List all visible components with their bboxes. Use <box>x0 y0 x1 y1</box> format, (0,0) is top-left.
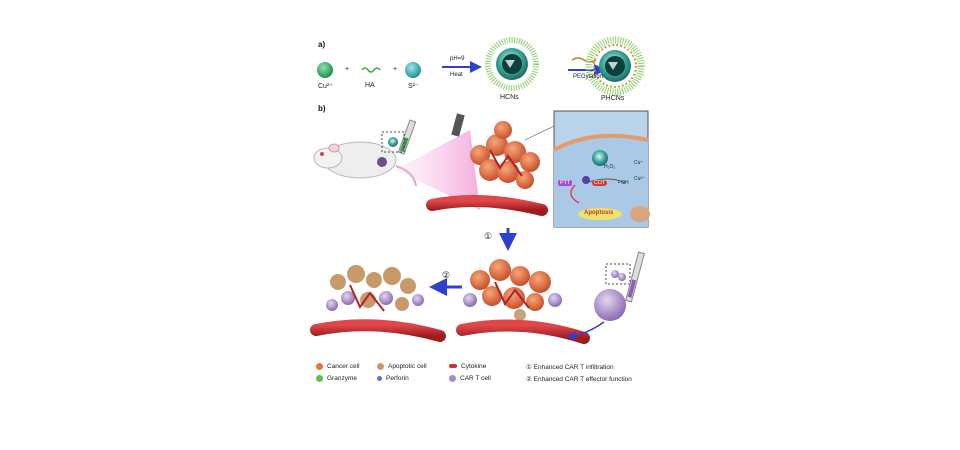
tumor-cluster-top <box>470 121 540 189</box>
peg-chain-icon <box>571 57 597 63</box>
cancer-cell-icon <box>316 363 323 370</box>
inset-nucleus <box>630 206 650 222</box>
car-t-cell-large <box>594 289 626 321</box>
hcns-label: HCNs <box>500 94 519 101</box>
nanoparticle-zoom-box <box>381 131 405 153</box>
cu-2plus-label: Cu²⁺ <box>634 176 645 182</box>
cu-ion-label: Cu²⁺ <box>318 83 333 90</box>
step2-number: ② <box>442 270 451 280</box>
legend-apoptotic-cell: Apoptotic cell <box>377 363 427 370</box>
step1-number: ① <box>484 231 493 241</box>
blood-vessel-top <box>426 195 548 216</box>
granzyme-icon <box>316 375 323 382</box>
ha-label: HA <box>365 82 375 89</box>
syringe-right-icon <box>625 251 645 303</box>
car-t-zoom-box <box>605 263 631 285</box>
panel-b-label: b) <box>318 104 326 113</box>
laser-device-icon <box>451 113 465 137</box>
plus-sign-1: + <box>345 66 350 73</box>
car-t-cell-icon <box>449 375 456 382</box>
inset-connector <box>524 125 555 141</box>
panel-a-label: a) <box>318 40 326 49</box>
cu-plus-label: Cu⁺ <box>634 160 644 166</box>
injection-arrow <box>566 321 605 341</box>
pegylation-label: PEGylation <box>573 74 604 80</box>
tumor-cluster-left <box>326 265 424 312</box>
apoptosis-badge <box>578 208 622 220</box>
laser-beam <box>395 130 480 210</box>
legend-cancer-cell: Cancer cell <box>316 363 360 370</box>
legend-perforin: Perforin <box>377 375 409 382</box>
legend-car-t-cell: CAR T cell <box>449 375 491 382</box>
sulfide-ion-sphere <box>405 62 421 78</box>
ha-chain-icon <box>361 67 381 73</box>
cu-ion-sphere <box>317 62 333 78</box>
mouse-illustration <box>313 141 417 187</box>
inset-nanoparticle <box>592 150 608 166</box>
legend-note-effector: ② Enhanced CAR T effector function <box>526 376 632 383</box>
cytokine-icon <box>449 364 457 369</box>
apoptosis-label: Apoptosis <box>584 210 614 216</box>
hydroxyl-radical-label: • OH <box>618 180 629 186</box>
syringe-icon <box>397 119 417 155</box>
perforin-icon <box>377 375 382 381</box>
cdt-badge: CDT <box>592 180 608 186</box>
ptt-badge: PTT <box>558 180 573 186</box>
blood-vessel-right <box>456 319 590 344</box>
legend-note-infiltration: ① Enhanced CAR T infiltration <box>526 364 614 371</box>
legend-granzyme: Granzyme <box>316 375 357 382</box>
plus-sign-2: + <box>393 66 398 73</box>
phcns-label: PHCNs <box>601 95 625 102</box>
hcns-nanoparticle <box>485 37 539 91</box>
apoptotic-cell-icon <box>377 363 384 370</box>
blood-vessel-left <box>310 319 446 342</box>
tumor-cluster-right <box>463 259 562 321</box>
phcns-nanoparticle <box>585 36 645 96</box>
h2o2-label: H₂O₂ <box>604 164 616 170</box>
ph-condition-label: pH=9 <box>450 56 465 62</box>
legend-cytokine: Cytokine <box>449 363 486 370</box>
sulfide-ion-label: S²⁻ <box>408 83 419 90</box>
heat-condition-label: Heat <box>450 72 463 78</box>
